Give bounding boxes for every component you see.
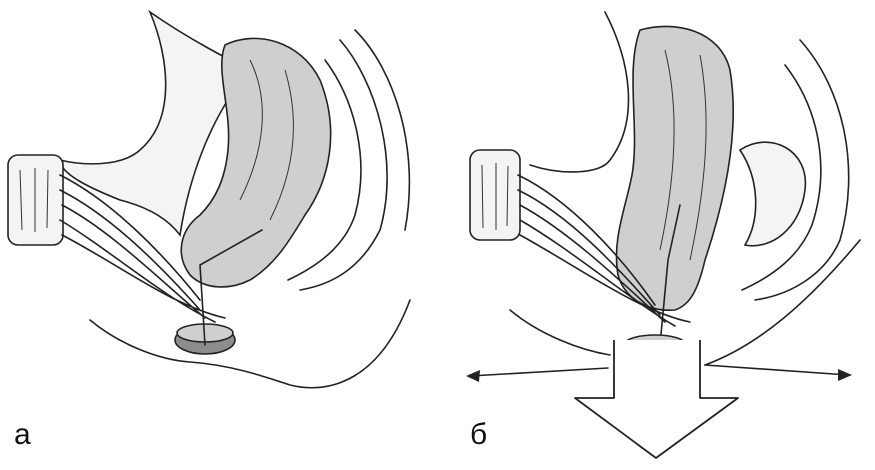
panel-a-perineum (90, 300, 410, 388)
panel-b-coccyx (740, 142, 805, 246)
panel-b-downward-arrow (575, 340, 738, 458)
panel-b-pelvic-bone (530, 12, 629, 172)
panel-b-rectum (616, 26, 733, 310)
panel-b-label: б (470, 418, 487, 452)
panel-b-illustration (466, 12, 860, 458)
panel-b-pubic-symphysis (470, 150, 520, 240)
panel-a-label: а (14, 418, 31, 452)
panel-a-illustration (8, 12, 410, 388)
